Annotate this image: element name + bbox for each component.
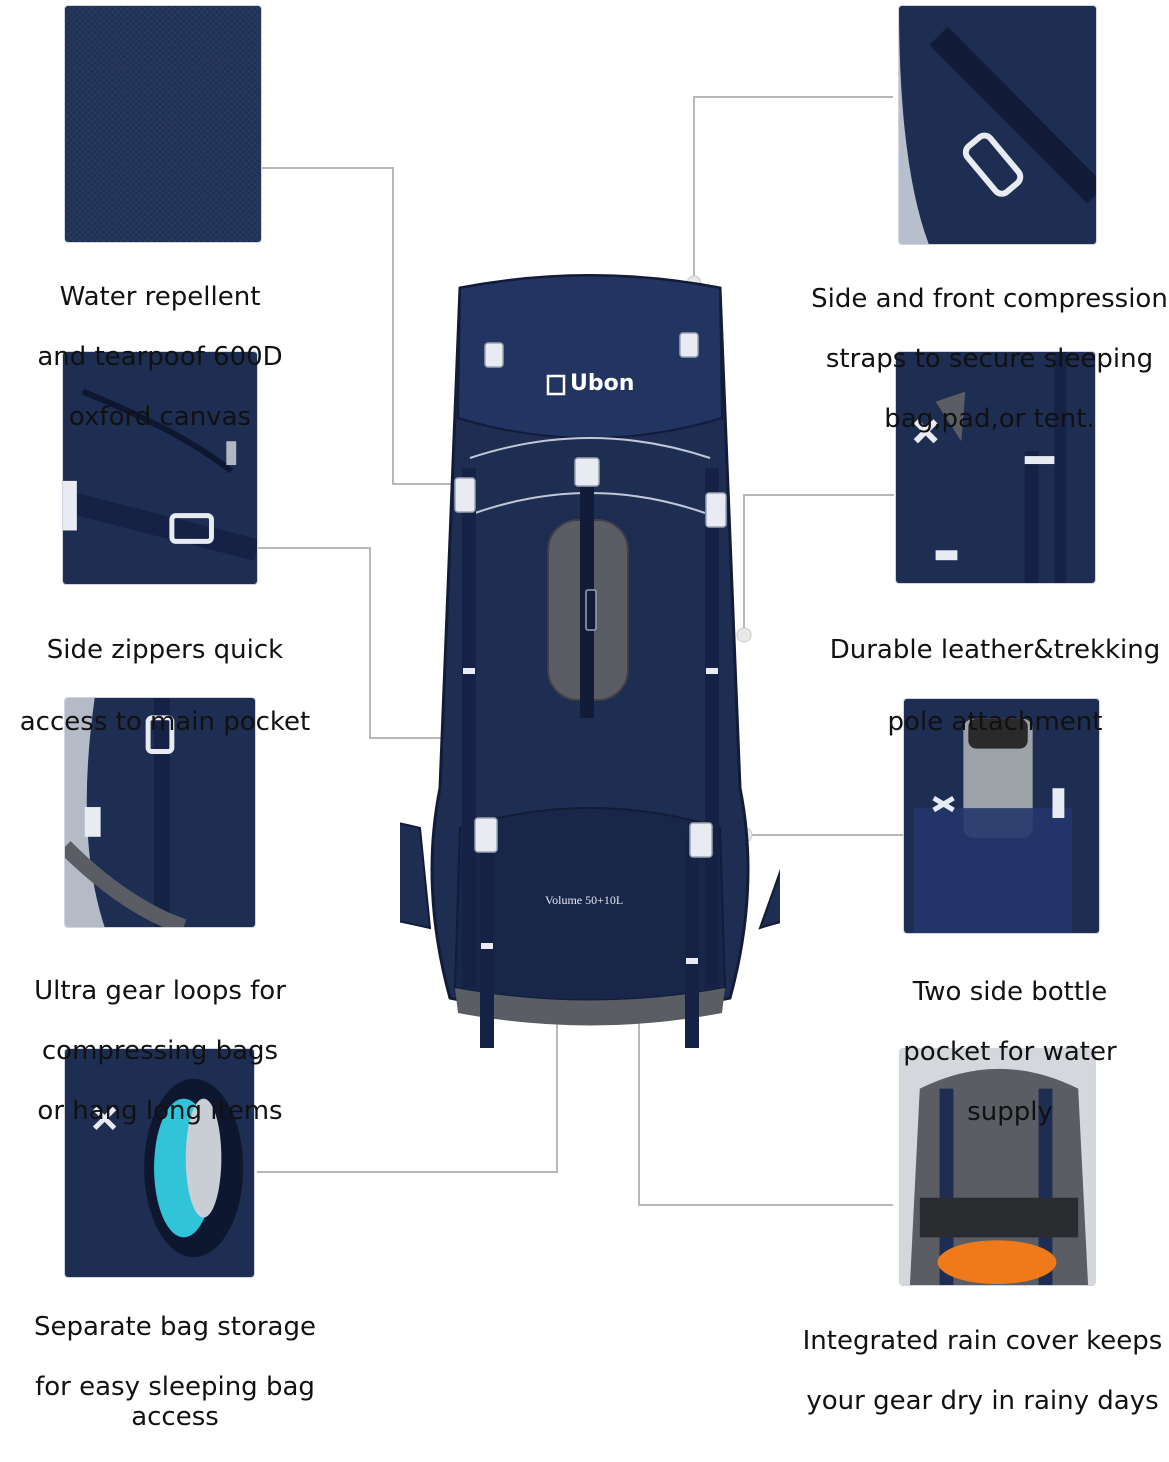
sleeping-bag-storage-image — [64, 1048, 255, 1278]
caption-side-zipper: Side zippers quick access to main pocket — [19, 635, 311, 737]
caption-rain-cover: Integrated rain cover keeps your gear dr… — [802, 1326, 1163, 1416]
caption-gear-loops: Ultra gear loops for compressing bags or… — [34, 976, 286, 1126]
side-zipper-image — [62, 351, 258, 585]
caption-compression: Side and front compression straps to sec… — [811, 284, 1168, 434]
caption-fabric: Water repellent and tearpoof 600D oxford… — [37, 282, 283, 432]
backpack-illustration: Ubon Volume 50+10L — [258, 268, 902, 1068]
compression-strap-image — [898, 5, 1097, 245]
leather-patch-image — [895, 351, 1096, 584]
caption-leather: Durable leather&trekking pole attachment — [829, 635, 1161, 737]
logo-icon — [546, 374, 566, 396]
fabric-swatch-image — [64, 5, 262, 243]
rain-cover-image — [899, 1048, 1096, 1286]
caption-bottle: Two side bottle pocket for water supply — [903, 977, 1117, 1127]
brand-logo-text: Ubon — [570, 371, 635, 396]
gear-loop-image — [64, 697, 256, 928]
caption-bag-storage: Separate bag storage for easy sleeping b… — [34, 1312, 316, 1432]
bottle-pocket-image — [903, 698, 1100, 934]
volume-label: Volume 50+10L — [545, 893, 624, 907]
